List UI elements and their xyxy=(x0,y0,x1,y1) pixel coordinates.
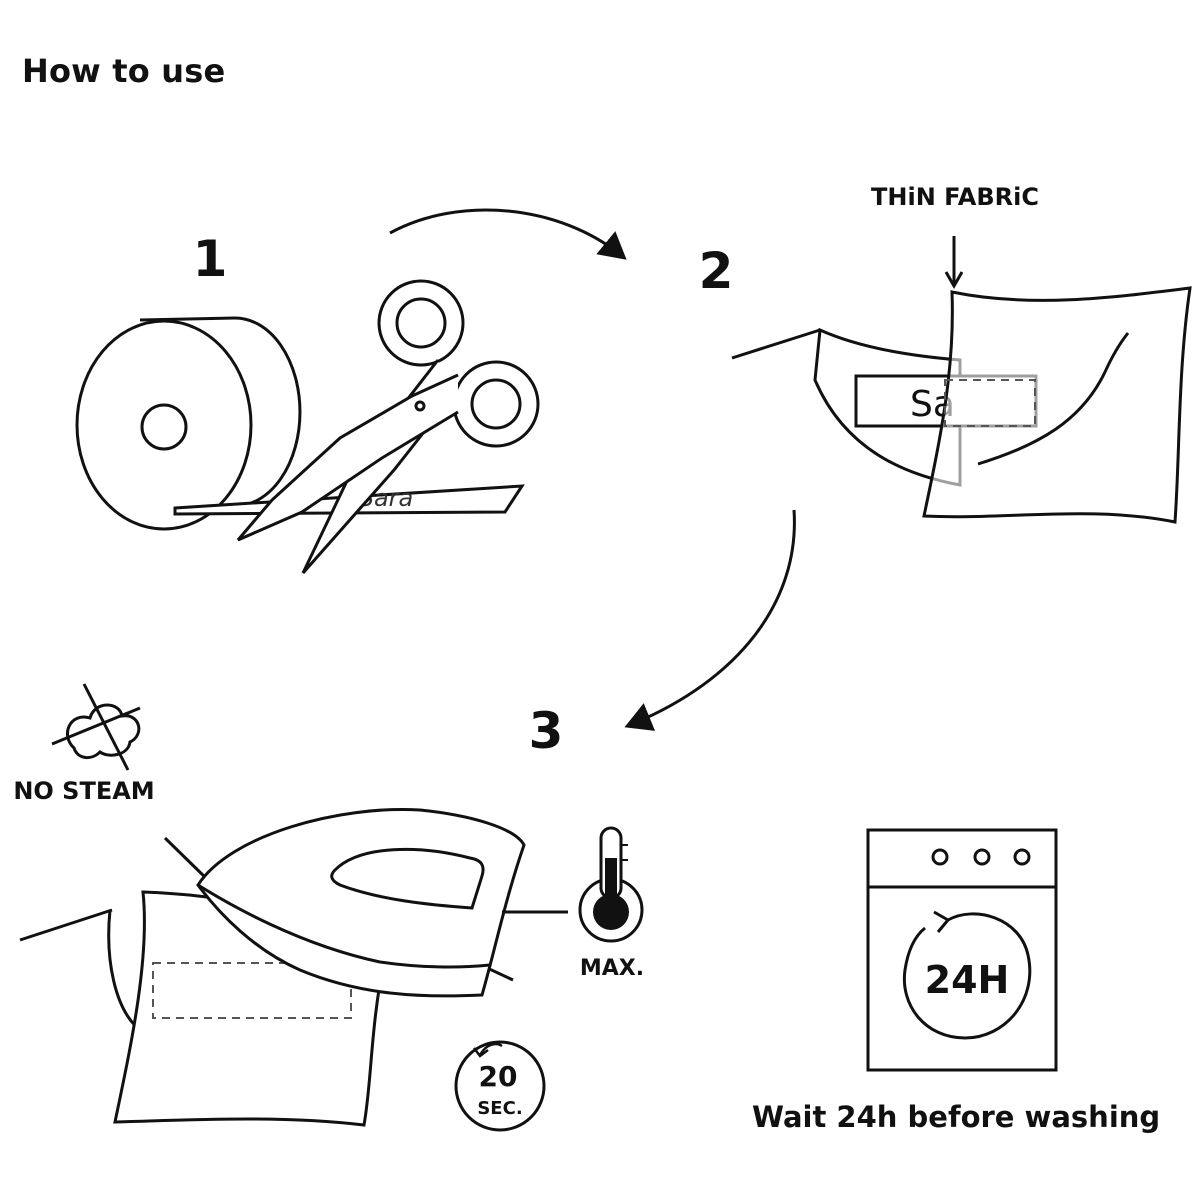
page-title: How to use xyxy=(22,52,226,90)
scissors-icon xyxy=(236,279,540,574)
thin-fabric-callout: THiN FABRiC xyxy=(871,183,1039,211)
max-temperature-label: MAX. xyxy=(580,956,644,981)
washing-note: Wait 24h before washing xyxy=(752,1100,1161,1134)
timer-unit: SEC. xyxy=(477,1098,522,1119)
arrow-step2-to-step3 xyxy=(624,509,796,731)
timer-icon: 20 SEC. xyxy=(454,1040,546,1132)
callout-arrow xyxy=(944,236,964,290)
step-number-2: 2 xyxy=(699,242,734,300)
timer-seconds: 20 xyxy=(479,1060,518,1093)
no-steam-icon xyxy=(51,683,141,771)
washing-machine-icon: 24H xyxy=(866,828,1058,1072)
tape-roll-icon xyxy=(75,316,302,531)
thin-fabric-sheet xyxy=(922,286,1192,524)
iron-icon xyxy=(196,807,568,998)
step-number-1: 1 xyxy=(193,230,228,288)
wait-duration: 24H xyxy=(925,958,1010,1002)
thermometer-icon xyxy=(578,826,644,943)
step-number-3: 3 xyxy=(529,702,564,760)
arrow-step1-to-step2 xyxy=(389,208,627,260)
no-steam-warning: NO STEAM xyxy=(13,777,154,805)
